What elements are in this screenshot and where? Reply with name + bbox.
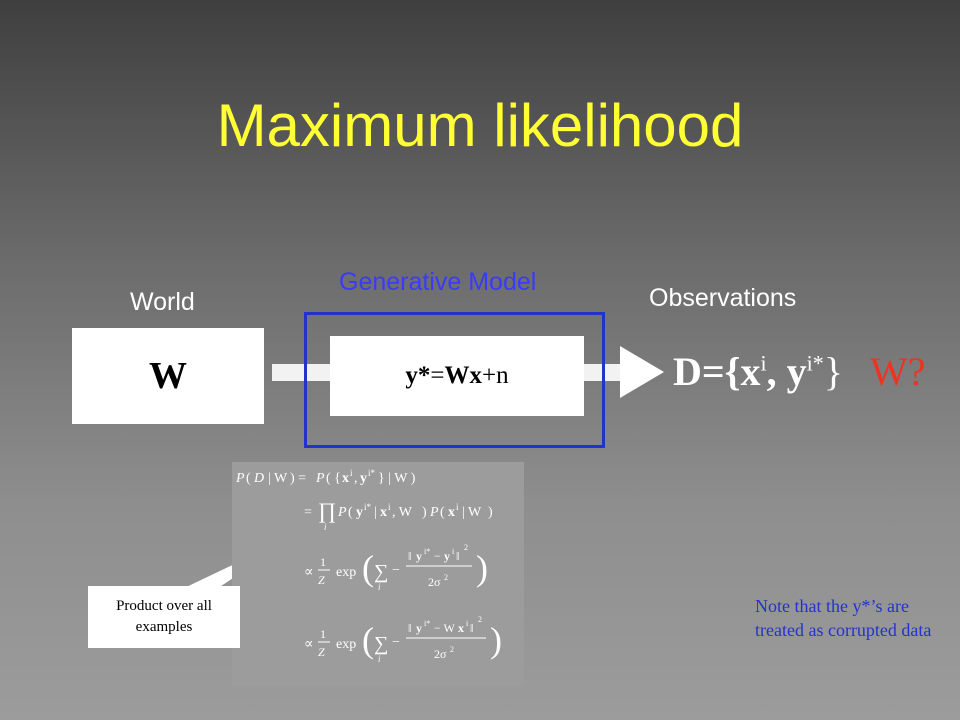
svg-text:i: i <box>324 522 327 532</box>
arrow-head <box>620 346 664 398</box>
svg-text:∝: ∝ <box>304 637 313 652</box>
svg-text:2σ: 2σ <box>428 575 441 589</box>
svg-text:): ) <box>422 505 427 520</box>
svg-text:Z: Z <box>318 573 325 587</box>
svg-text:Z: Z <box>318 645 325 659</box>
svg-text:, W: , W <box>392 505 413 520</box>
svg-text:,: , <box>354 471 358 486</box>
svg-text:− W: − W <box>434 621 456 635</box>
svg-text:=: = <box>304 505 312 520</box>
data-suffix: } <box>823 349 843 394</box>
svg-text:i: i <box>452 547 455 556</box>
svg-text:): ) <box>488 505 493 520</box>
svg-text:y: y <box>356 505 363 520</box>
svg-text:‖: ‖ <box>408 549 411 563</box>
svg-text:i: i <box>466 619 469 628</box>
svg-text:‖: ‖ <box>456 549 459 563</box>
svg-text:x: x <box>448 505 455 520</box>
world-box: W <box>72 328 264 424</box>
data-prefix: D={x <box>673 349 761 394</box>
svg-text:i*: i* <box>364 502 372 512</box>
svg-text:∏: ∏ <box>318 498 336 523</box>
corrupted-data-note: Note that the y*’s are treated as corrup… <box>755 596 932 640</box>
svg-text:P: P <box>429 505 439 520</box>
svg-text:i: i <box>350 468 353 478</box>
data-mid: , y <box>766 349 807 394</box>
svg-text:|: | <box>374 505 377 520</box>
svg-text:i: i <box>456 502 459 512</box>
model-eq-sign: = <box>430 362 445 389</box>
model-x: x <box>469 362 483 389</box>
svg-text:2: 2 <box>478 615 482 624</box>
model-y: y* <box>405 362 431 389</box>
svg-text:2: 2 <box>444 573 448 582</box>
data-sup-1: i <box>760 350 767 376</box>
svg-text:x: x <box>458 621 464 635</box>
svg-text:1: 1 <box>320 627 326 641</box>
svg-text:(: ( <box>246 471 251 486</box>
svg-text:‖: ‖ <box>470 621 473 635</box>
svg-text:2: 2 <box>464 543 468 552</box>
w-question: W? <box>870 349 926 394</box>
world-symbol: W <box>149 355 187 397</box>
svg-text:i: i <box>378 582 381 592</box>
svg-text:−: − <box>392 635 400 650</box>
svg-text:(: ( <box>362 620 374 660</box>
svg-text:x: x <box>380 505 387 520</box>
svg-text:exp: exp <box>336 637 356 652</box>
likelihood-formula: P ( D | W ) = P ( { x i , y i* } | W ) =… <box>232 462 524 686</box>
svg-text:1: 1 <box>320 555 326 569</box>
slide-title: Maximum likelihood <box>216 92 744 159</box>
svg-text:y: y <box>416 549 422 563</box>
svg-text:y: y <box>360 471 367 486</box>
generative-model-frame <box>304 312 605 448</box>
svg-text:2: 2 <box>450 645 454 654</box>
svg-text:| W: | W <box>462 505 482 520</box>
model-w: W <box>444 362 470 389</box>
svg-text:(: ( <box>440 505 445 520</box>
svg-text:P: P <box>235 471 245 486</box>
svg-text:( {: ( { <box>326 471 341 486</box>
svg-text:∑: ∑ <box>374 561 388 583</box>
svg-text:−: − <box>392 563 400 578</box>
svg-text:P: P <box>337 505 347 520</box>
svg-text:) =: ) = <box>290 471 306 486</box>
svg-text:∑: ∑ <box>374 633 388 655</box>
svg-text:P: P <box>315 471 325 486</box>
observations-label: Observations <box>649 284 797 312</box>
svg-text:i: i <box>378 654 381 664</box>
svg-text:i*: i* <box>424 547 430 556</box>
svg-text:} | W ): } | W ) <box>378 471 416 486</box>
svg-text:| W: | W <box>268 471 288 486</box>
svg-text:exp: exp <box>336 565 356 580</box>
dataset-expression: D={xi, yi*} <box>673 348 843 395</box>
svg-text:): ) <box>476 548 488 588</box>
svg-text:(: ( <box>362 548 374 588</box>
svg-text:D: D <box>253 471 264 486</box>
model-rest: +n <box>482 362 509 389</box>
svg-text:∝: ∝ <box>304 565 313 580</box>
data-sup-2: i* <box>806 350 824 376</box>
svg-text:i*: i* <box>424 619 430 628</box>
generative-model-label: Generative Model <box>339 268 537 296</box>
svg-text:i*: i* <box>368 468 376 478</box>
svg-text:y: y <box>416 621 422 635</box>
svg-text:2σ: 2σ <box>434 647 447 661</box>
svg-text:i: i <box>388 502 391 512</box>
world-label: World <box>130 288 195 316</box>
svg-text:y: y <box>444 549 450 563</box>
svg-text:‖: ‖ <box>408 621 411 635</box>
callout-box: Product over all examples <box>88 586 240 648</box>
svg-text:(: ( <box>348 505 353 520</box>
svg-text:x: x <box>342 471 349 486</box>
svg-text:): ) <box>490 620 502 660</box>
svg-text:−: − <box>434 549 441 563</box>
callout-text: Product over all examples <box>116 598 212 635</box>
